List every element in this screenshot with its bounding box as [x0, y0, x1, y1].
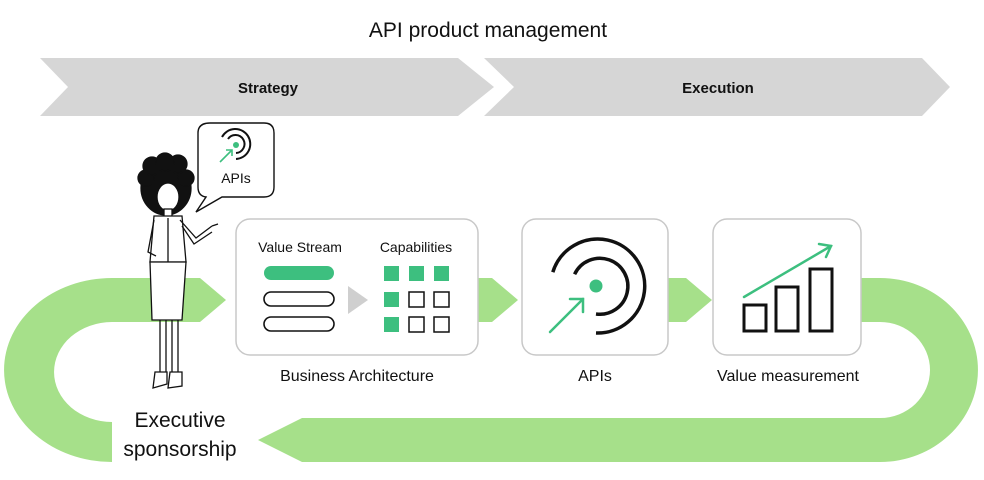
- loop-right-turn: [860, 278, 978, 462]
- apis-card: [521, 218, 669, 356]
- capability-cell: [384, 317, 399, 332]
- growth-bar: [808, 267, 834, 333]
- mapping-arrow-icon: [348, 286, 368, 314]
- value-measurement-caption: Value measurement: [717, 368, 860, 385]
- api-target-outer-arc: [551, 237, 647, 335]
- person-skirt: [149, 261, 187, 321]
- value-stream-pill-active: [264, 266, 334, 280]
- capability-cell: [433, 316, 450, 333]
- speech-api-arrow: [219, 149, 233, 163]
- capability-cell: [408, 291, 425, 308]
- speech-bubble-shape: [195, 122, 275, 213]
- value-stream-label: Value Stream: [258, 239, 342, 255]
- executive-person-illustration: [137, 152, 219, 389]
- person-face: [156, 182, 180, 212]
- execution-label: Execution: [682, 80, 754, 97]
- business-architecture-caption: Business Architecture: [280, 368, 434, 385]
- strategy-chevron: [40, 58, 494, 116]
- loop-left-turn: [4, 278, 112, 462]
- phase-chevrons: Strategy Execution: [40, 58, 950, 116]
- growth-bar: [774, 285, 800, 333]
- capability-cell: [409, 266, 424, 281]
- capability-cell: [384, 266, 399, 281]
- speech-bubble: APIs: [195, 122, 275, 213]
- apis-caption: APIs: [578, 368, 612, 385]
- executive-sponsorship-line1: Executive: [134, 409, 225, 432]
- growth-arrow-icon: [742, 242, 833, 299]
- growth-bar: [742, 303, 768, 333]
- business-architecture-card: Value Stream Capabilities: [235, 218, 479, 356]
- capability-cell: [408, 316, 425, 333]
- capability-grid: [384, 266, 450, 333]
- capability-cell: [434, 266, 449, 281]
- api-arrow-icon: [548, 297, 585, 334]
- api-target-inner-arc: [573, 256, 630, 317]
- capabilities-label: Capabilities: [380, 239, 452, 255]
- bar-growth-icon: [742, 267, 834, 333]
- executive-sponsorship-line2: sponsorship: [123, 438, 236, 461]
- speech-api-icon: [221, 128, 252, 160]
- connector-arrow-3: [668, 278, 712, 322]
- capability-cell: [384, 292, 399, 307]
- speech-api-dot: [233, 142, 239, 148]
- value-stream-pill: [263, 291, 335, 307]
- api-target-icon: [551, 237, 647, 335]
- speech-bubble-label: APIs: [221, 170, 251, 186]
- api-target-dot: [589, 279, 603, 293]
- value-measurement-card: [712, 218, 862, 356]
- return-arrow: [258, 418, 862, 462]
- diagram-title: API product management: [369, 19, 607, 42]
- connector-arrow-2: [478, 278, 518, 322]
- execution-chevron: [484, 58, 950, 116]
- value-stream-pill: [263, 316, 335, 332]
- capability-cell: [433, 291, 450, 308]
- strategy-label: Strategy: [238, 80, 299, 97]
